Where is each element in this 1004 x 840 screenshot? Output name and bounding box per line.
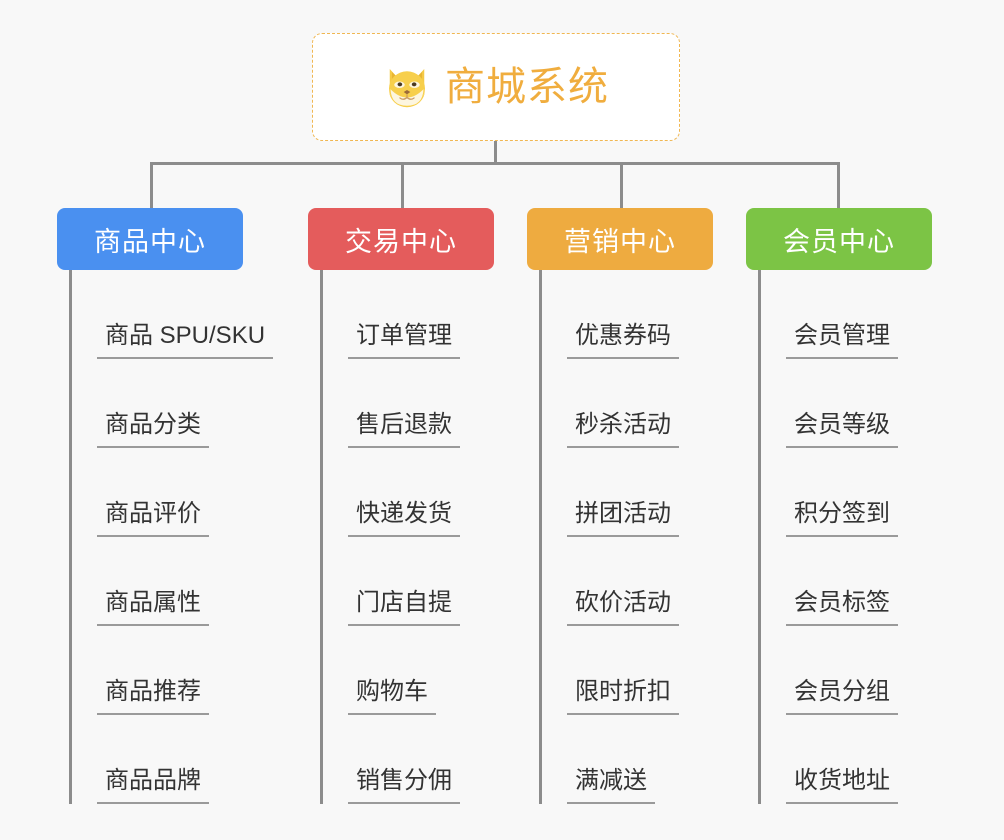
list-item[interactable]: 满减送	[539, 715, 679, 804]
connector-drop-trade-center	[401, 162, 404, 208]
leaf-label: 会员标签	[786, 588, 898, 626]
list-item[interactable]: 售后退款	[320, 359, 460, 448]
leaf-label: 门店自提	[348, 588, 460, 626]
root-title: 商城系统	[445, 65, 609, 109]
list-item[interactable]: 购物车	[320, 626, 460, 715]
list-item[interactable]: 会员标签	[758, 537, 898, 626]
leaf-label: 商品推荐	[97, 677, 209, 715]
branch-header-trade-center[interactable]: 交易中心	[308, 208, 494, 270]
root-node[interactable]: 商城系统	[312, 33, 680, 141]
leaf-label: 收货地址	[786, 766, 898, 804]
leaf-label: 积分签到	[786, 499, 898, 537]
leaf-label: 拼团活动	[567, 499, 679, 537]
list-item[interactable]: 商品 SPU/SKU	[69, 270, 274, 359]
leaf-label: 砍价活动	[567, 588, 679, 626]
list-item[interactable]: 商品品牌	[69, 715, 273, 804]
list-item[interactable]: 秒杀活动	[539, 359, 679, 448]
list-item[interactable]: 订单管理	[320, 270, 460, 359]
list-item[interactable]: 收货地址	[758, 715, 898, 804]
branch-title: 交易中心	[345, 226, 457, 257]
list-item[interactable]: 积分签到	[758, 448, 898, 537]
leaf-label: 限时折扣	[567, 677, 679, 715]
list-item[interactable]: 销售分佣	[320, 715, 460, 804]
list-item[interactable]: 拼团活动	[539, 448, 679, 537]
branch-trunk	[758, 270, 761, 804]
leaf-label: 售后退款	[348, 410, 460, 448]
leaf-label: 会员分组	[786, 677, 898, 715]
leaf-label: 商品属性	[97, 588, 209, 626]
leaf-label: 商品品牌	[97, 766, 209, 804]
list-item[interactable]: 商品分类	[69, 359, 273, 448]
list-item[interactable]: 优惠券码	[539, 270, 679, 359]
branch-header-product-center[interactable]: 商品中心	[57, 208, 243, 270]
list-item[interactable]: 快递发货	[320, 448, 460, 537]
connector-drop-member-center	[837, 162, 840, 208]
connector-root-stub	[494, 141, 497, 164]
list-item[interactable]: 砍价活动	[539, 537, 679, 626]
list-item[interactable]: 会员分组	[758, 626, 898, 715]
branch-header-marketing-center[interactable]: 营销中心	[527, 208, 713, 270]
branch-header-member-center[interactable]: 会员中心	[746, 208, 932, 270]
leaf-label: 商品分类	[97, 410, 209, 448]
leaf-label: 订单管理	[348, 321, 460, 359]
branch-trunk	[69, 270, 72, 804]
list-item[interactable]: 商品推荐	[69, 626, 273, 715]
list-item[interactable]: 商品属性	[69, 537, 273, 626]
leaf-label: 会员管理	[786, 321, 898, 359]
list-item[interactable]: 会员管理	[758, 270, 898, 359]
connector-horizontal-bus	[150, 162, 840, 165]
leaf-list-member-center: 会员管理 会员等级 积分签到 会员标签 会员分组 收货地址	[758, 270, 898, 804]
leaf-label: 商品评价	[97, 499, 209, 537]
leaf-label: 秒杀活动	[567, 410, 679, 448]
leaf-label: 优惠券码	[567, 321, 679, 359]
shiba-dog-face-icon	[389, 69, 425, 108]
list-item[interactable]: 商品评价	[69, 448, 273, 537]
leaf-label: 购物车	[348, 677, 436, 715]
leaf-label: 商品 SPU/SKU	[97, 321, 274, 359]
leaf-label: 满减送	[567, 766, 655, 804]
list-item[interactable]: 门店自提	[320, 537, 460, 626]
list-item[interactable]: 限时折扣	[539, 626, 679, 715]
branch-trunk	[539, 270, 542, 804]
leaf-list-trade-center: 订单管理 售后退款 快递发货 门店自提 购物车 销售分佣	[320, 270, 460, 804]
connector-drop-marketing-center	[620, 162, 623, 208]
branch-title: 商品中心	[94, 226, 206, 257]
branch-title: 会员中心	[783, 226, 895, 257]
leaf-label: 快递发货	[348, 499, 460, 537]
leaf-label: 销售分佣	[348, 766, 460, 804]
branch-title: 营销中心	[564, 226, 676, 257]
leaf-list-product-center: 商品 SPU/SKU 商品分类 商品评价 商品属性 商品推荐 商品品牌	[69, 270, 274, 804]
list-item[interactable]: 会员等级	[758, 359, 898, 448]
branch-trunk	[320, 270, 323, 804]
leaf-list-marketing-center: 优惠券码 秒杀活动 拼团活动 砍价活动 限时折扣 满减送	[539, 270, 679, 804]
connector-drop-product-center	[150, 162, 153, 208]
leaf-label: 会员等级	[786, 410, 898, 448]
